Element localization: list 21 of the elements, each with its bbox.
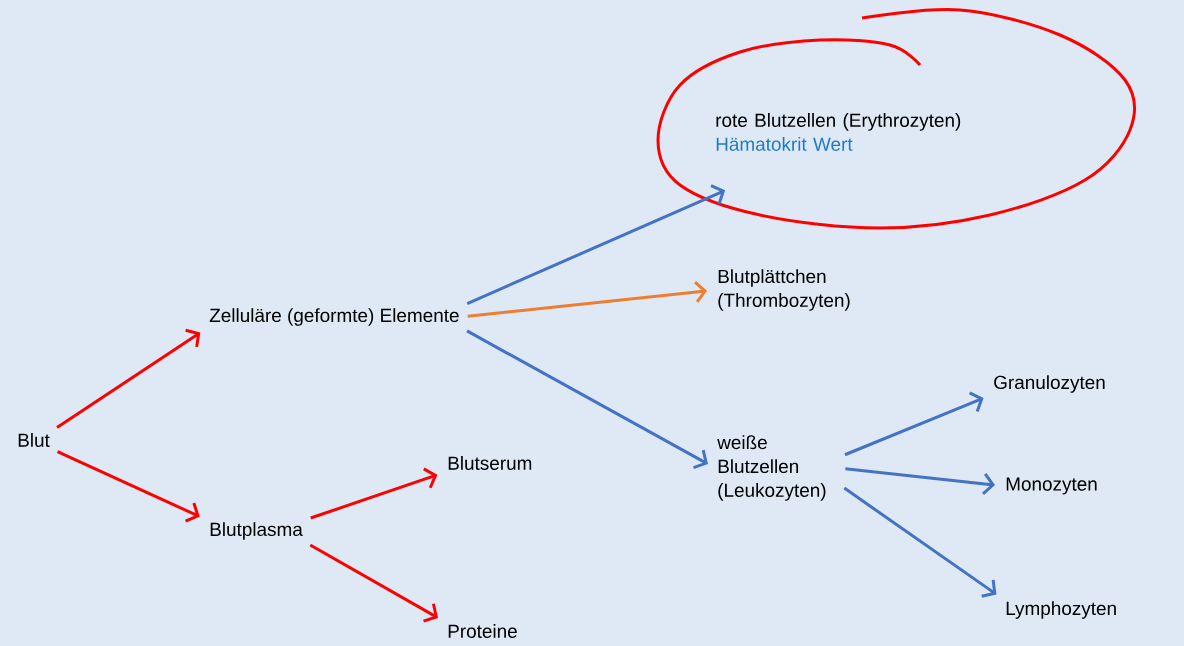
arrow: [843, 486, 997, 598]
node-label: Blut: [18, 433, 50, 447]
node-label: Granulozyten: [994, 375, 1105, 393]
arrow: [467, 280, 708, 318]
arrow: [56, 450, 200, 523]
arrow: [844, 391, 984, 457]
node-label: Proteine: [448, 624, 517, 638]
circled-label: rote Blutzellen (Erythrozyten) Hämatokrit Wert: [656, 8, 1136, 230]
arrow: [56, 328, 201, 429]
arrow: [845, 467, 996, 495]
node-label: weiße Blutzellen (Leukozyten): [717, 435, 826, 501]
node-label: Zelluläre (geformte) Elemente: [209, 308, 459, 326]
node-label: Lymphozyten: [1006, 601, 1116, 619]
node-label: Blutplättchen (Thrombozyten): [718, 269, 850, 311]
node-label: Blutserum: [448, 456, 532, 470]
arrow: [466, 329, 708, 469]
node-label: Monozyten: [1006, 477, 1097, 495]
arrow: [309, 543, 439, 623]
arrow: [466, 184, 726, 305]
node-label: Blutplasma: [210, 522, 303, 540]
arrow: [310, 467, 438, 520]
